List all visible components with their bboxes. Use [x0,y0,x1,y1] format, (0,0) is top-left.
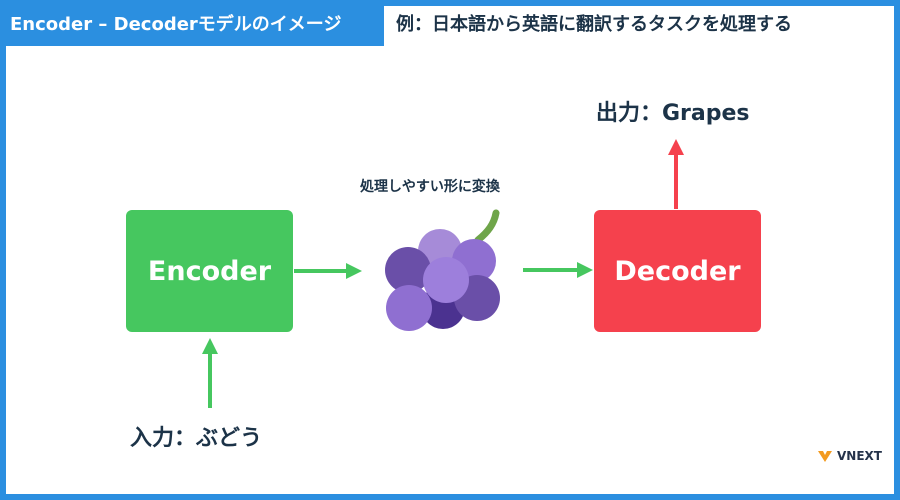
vnext-logo: VNEXT [817,449,882,463]
decoder-box: Decoder [594,210,761,332]
vnext-logo-text: VNEXT [837,449,882,463]
encoder-box: Encoder [126,210,293,332]
slide-title: Encoder – Decoderモデルのイメージ [0,0,384,46]
input-label: 入力：ぶどう [130,426,263,451]
grapes-icon [385,209,500,331]
vnext-logo-icon [818,451,832,462]
output-label: 出力：Grapes [596,101,750,126]
transform-label: 処理しやすい形に変換 [360,179,500,195]
slide-subtitle: 例：日本語から英語に翻訳するタスクを処理する [396,14,792,35]
